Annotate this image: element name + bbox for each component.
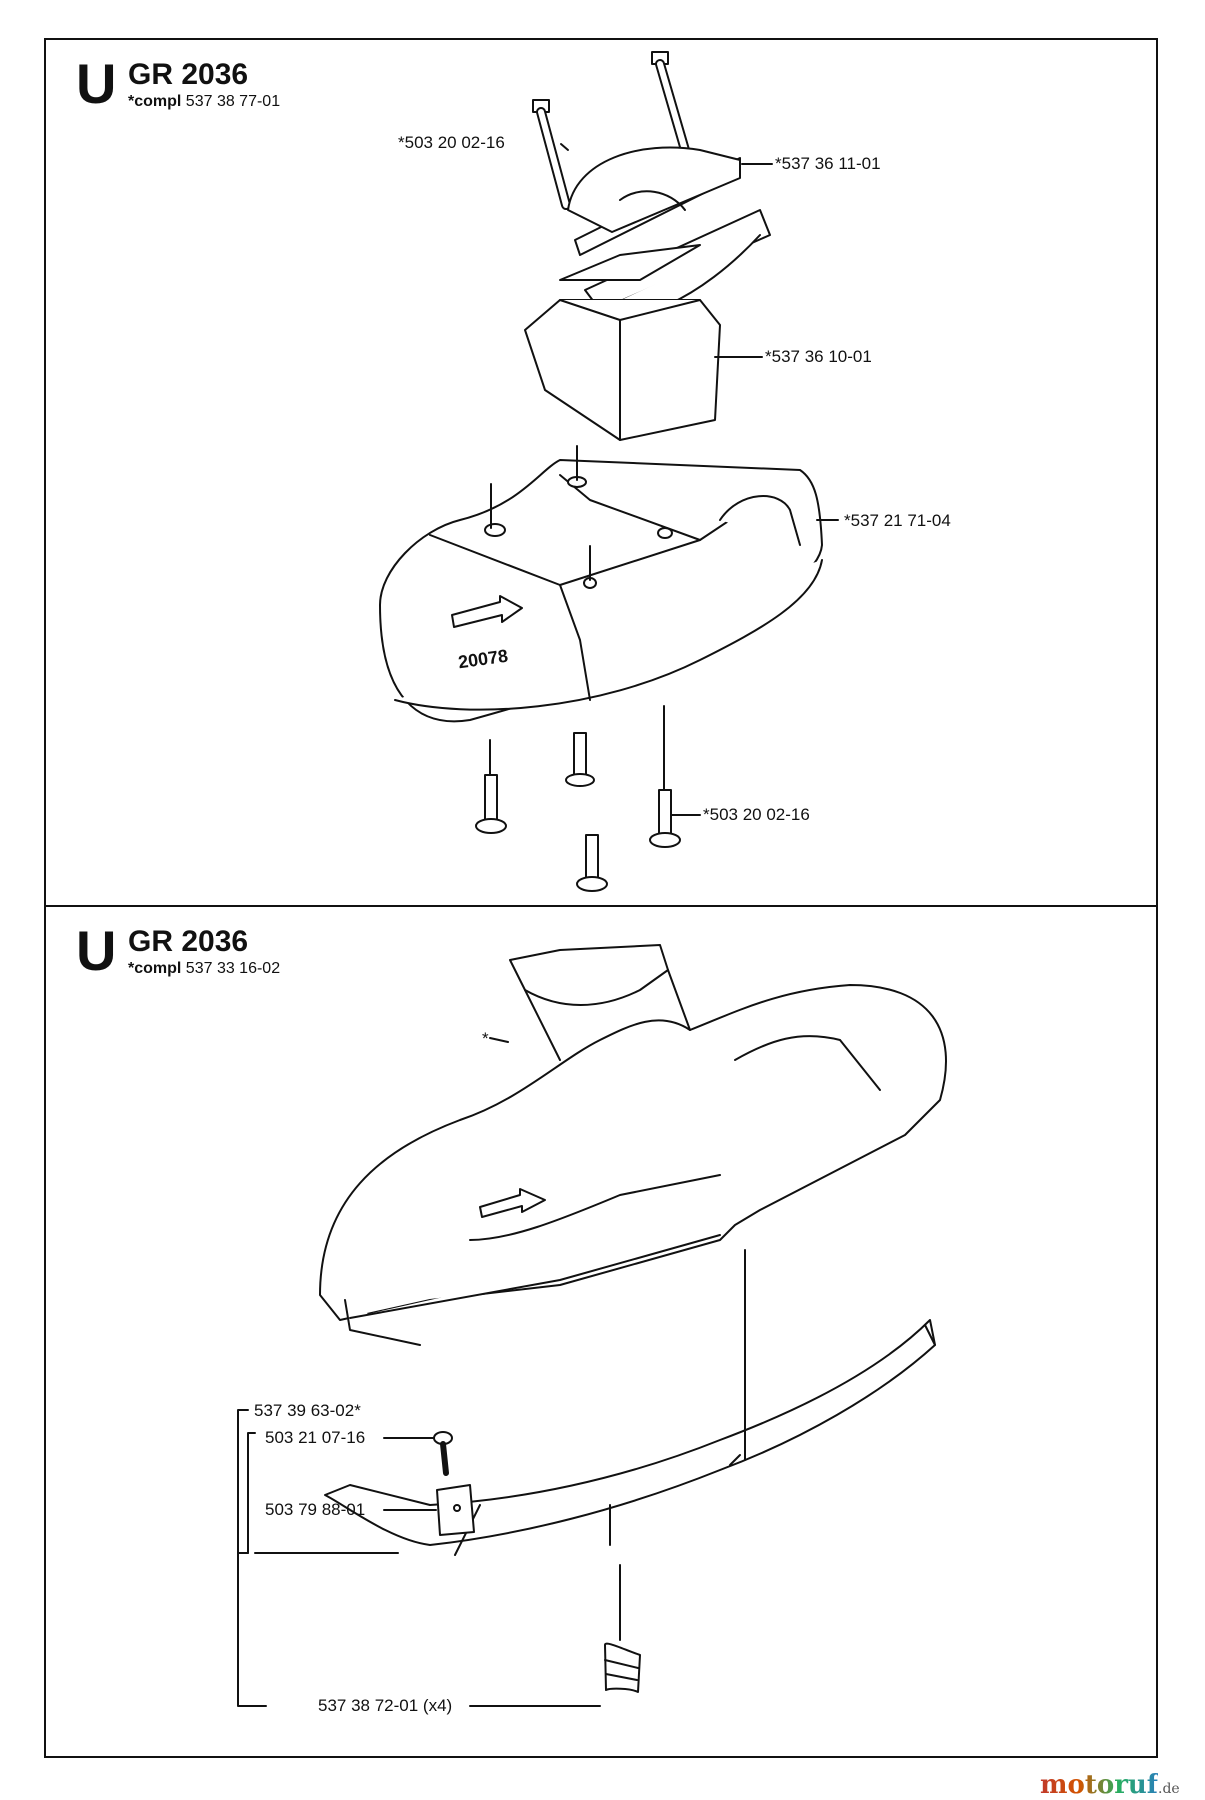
clip: [604, 1642, 641, 1693]
part-label-guard: *537 21 71-04: [844, 511, 951, 530]
part-label-knife: 503 79 88-01: [265, 1500, 366, 1519]
leader-line: [560, 143, 569, 151]
part-label-clip: 537 38 72-01 (x4): [318, 1696, 453, 1715]
clamp-upper: [567, 146, 741, 256]
bolt-bottom-3: [576, 834, 608, 892]
complete-assembly-number: *compl 537 33 16-02: [128, 960, 281, 977]
part-label-screw-top: *503 20 02-16: [398, 133, 505, 152]
bolt-bottom-1: [475, 774, 507, 834]
part-label-guard-asterisk: *: [482, 1029, 489, 1048]
grass-guard: [319, 944, 947, 1346]
part-label-clamp-upper: *537 36 11-01: [775, 154, 881, 173]
leader-line: [489, 1037, 509, 1043]
part-label-knife-screw: 503 21 07-16: [265, 1428, 366, 1447]
model-title: GR 2036: [128, 58, 249, 91]
knife-screw: [433, 1431, 453, 1476]
clamp-housing: [524, 299, 721, 441]
clamp-lower: [559, 209, 771, 318]
bolt-bottom-4: [649, 789, 681, 848]
line-cutter-knife: [436, 1484, 475, 1536]
section-letter: U: [76, 52, 117, 115]
bolt-right-top: [651, 51, 690, 155]
section-letter: U: [76, 919, 117, 982]
part-label-knife-kit: 537 39 63-02*: [254, 1401, 361, 1420]
bolt-bottom-2: [565, 732, 595, 787]
bolt-left-top: [532, 99, 571, 210]
part-label-screw-bottom: *503 20 02-16: [703, 805, 810, 824]
kit-bracket: [237, 1409, 601, 1707]
model-title: GR 2036: [128, 925, 249, 958]
part-label-clamp-lower: *537 36 10-01: [765, 347, 872, 366]
watermark-logo: motoruf.de: [1040, 1770, 1180, 1800]
complete-assembly-number: *compl 537 38 77-01: [128, 93, 281, 110]
trimmer-guard: [379, 459, 823, 723]
diagram-panel-bottom: U GR 2036 *compl 537 33 16-02: [44, 905, 1158, 1758]
